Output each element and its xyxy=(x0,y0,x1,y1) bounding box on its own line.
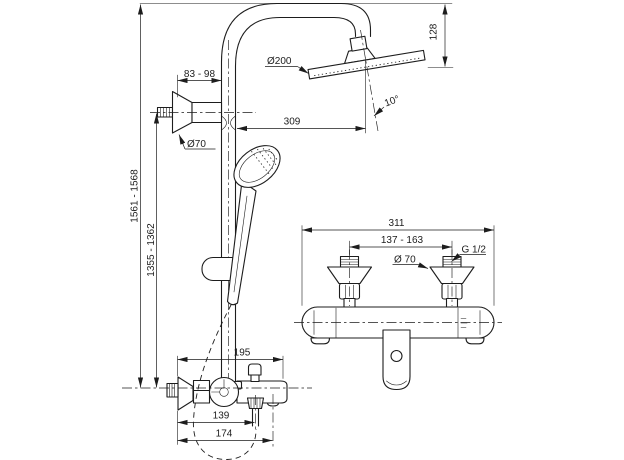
dim-label-head-angle: 10° xyxy=(383,94,401,110)
hand-shower-handle xyxy=(226,180,257,306)
inlet-thread-side xyxy=(166,382,179,398)
right-knob-grip xyxy=(465,337,485,345)
hand-shower-head xyxy=(233,145,281,188)
diverter-knob xyxy=(247,363,262,376)
dimension-annotations: 1561 - 1568 1355 - 1362 83 - 98 Ø70 Ø200… xyxy=(122,4,495,445)
mixer-side-view xyxy=(166,304,288,460)
dim-label-rail-height: 1355 - 1362 xyxy=(146,223,157,277)
dim-label-head-drop: 128 xyxy=(429,23,440,40)
dim-label-mixer-width: 311 xyxy=(389,218,405,229)
temperature-knob-side xyxy=(208,376,240,408)
left-knob-grip xyxy=(310,337,331,345)
dim-label-inlet-centers: 137 - 163 xyxy=(381,235,424,246)
pipe-coupling-notch xyxy=(230,115,236,131)
union-nut xyxy=(192,389,211,404)
dim-label-mixer-depth: 195 xyxy=(234,348,251,359)
head-axis-centerline xyxy=(360,29,379,132)
outlet-hole xyxy=(390,349,403,363)
dim-label-connection-offset: 174 xyxy=(216,429,233,440)
bottom-outlet xyxy=(382,329,411,391)
check-valve-dome xyxy=(266,402,280,407)
wall-escutcheon-side xyxy=(177,376,194,411)
union-nut xyxy=(192,379,211,392)
dim-label-bracket-diameter: Ø70 xyxy=(187,139,206,150)
dim-label-head-diameter: Ø200 xyxy=(267,56,292,67)
dim-label-arm-reach: 309 xyxy=(284,117,301,128)
dim-label-escutcheon-diameter: Ø 70 xyxy=(394,255,416,266)
dim-label-thread-size: G 1/2 xyxy=(462,245,487,256)
dim-label-bracket-offset: 83 - 98 xyxy=(184,69,216,80)
dim-label-hose-outlet-offset: 139 xyxy=(213,411,230,422)
shower-hose xyxy=(193,304,257,460)
overhead-shower xyxy=(307,29,426,134)
shower-rail-and-arch xyxy=(220,2,372,384)
dim-label-overall-height: 1561 - 1568 xyxy=(130,169,141,223)
mixer-front-view xyxy=(294,249,502,391)
head-connector-nut xyxy=(349,35,368,52)
shower-column-view xyxy=(139,2,453,384)
pipe-coupling-notch xyxy=(221,115,227,131)
hand-shower xyxy=(201,145,281,306)
